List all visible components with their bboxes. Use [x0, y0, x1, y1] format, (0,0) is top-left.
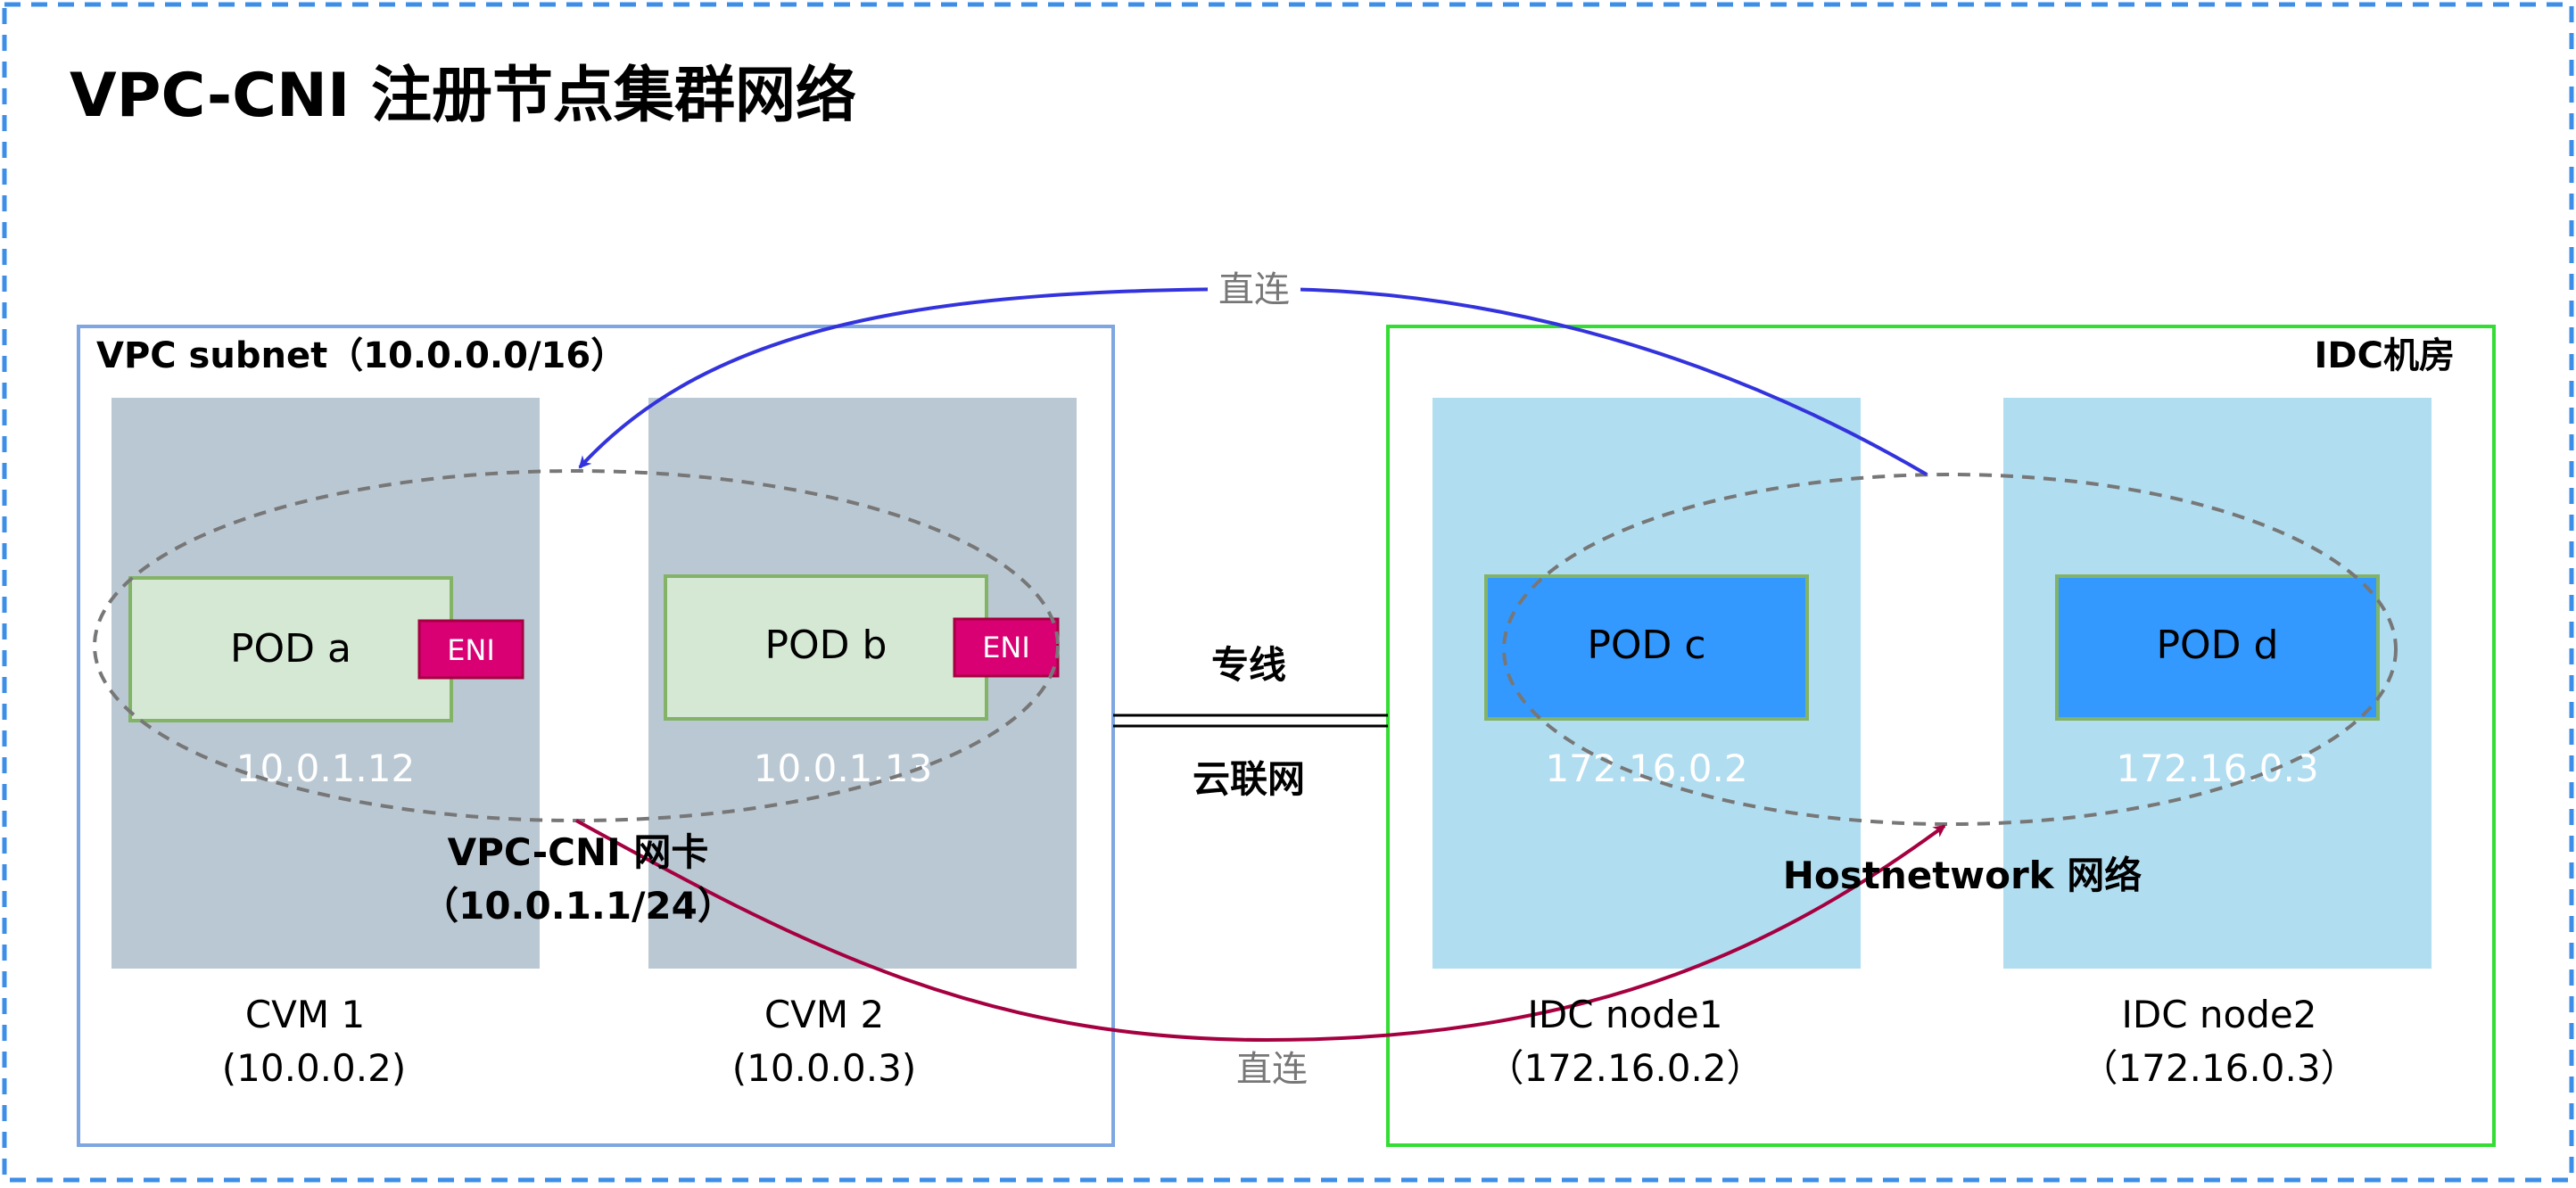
eni-a-label: ENI	[447, 633, 495, 667]
idc-node2-ip: （172.16.0.3）	[2080, 1046, 2357, 1090]
pod-b-label: POD b	[765, 623, 888, 668]
idc-label: IDC机房	[2315, 335, 2455, 376]
pod-c-box	[1484, 574, 1809, 721]
hostnetwork-ellipse	[1502, 473, 2398, 826]
idc-box	[1386, 325, 2496, 1147]
idc-node1-name: IDC node1	[1528, 993, 1723, 1036]
pod-d-box	[2055, 574, 2380, 721]
dedicated-line-label: 专线	[1211, 643, 1286, 687]
pod-d-ip: 172.16.0.3	[2116, 747, 2318, 790]
direct-connect-bottom-label-bg	[1227, 1045, 1320, 1093]
diagram-title: VPC-CNI 注册节点集群网络	[70, 61, 856, 131]
direct-connect-arrow-bottom	[575, 819, 1946, 1043]
idc-node2-name: IDC node2	[2122, 993, 2317, 1036]
hostnetwork-label: Hostnetwork 网络	[1783, 854, 2142, 897]
eni-b-badge	[953, 617, 1060, 678]
cvm1-ip: (10.0.0.2)	[222, 1046, 406, 1090]
pod-d-label: POD d	[2157, 623, 2279, 668]
direct-connect-top-label: 直连	[1218, 269, 1290, 310]
cvm1-name: CVM 1	[245, 993, 365, 1036]
vpc-cni-network-cidr: （10.0.1.1/24）	[421, 884, 735, 928]
pod-b-ip: 10.0.1.13	[754, 747, 932, 790]
vpc-subnet-label: VPC subnet（10.0.0.0/16）	[96, 335, 626, 376]
pod-a-ip: 10.0.1.12	[236, 747, 415, 790]
direct-connect-top-label-bg	[1208, 266, 1300, 314]
pod-b-box	[664, 574, 988, 721]
pod-a-label: POD a	[230, 626, 351, 672]
cvm2-name: CVM 2	[764, 993, 884, 1036]
pod-c-label: POD c	[1587, 623, 1705, 668]
cvm2-ip: (10.0.0.3)	[732, 1046, 916, 1090]
eni-b-label: ENI	[982, 631, 1030, 664]
vpc-cni-network-label: VPC-CNI 网卡	[448, 830, 709, 874]
eni-a-badge	[417, 619, 524, 680]
vpc-subnet-box	[77, 325, 1115, 1147]
idc-node1-ip: （172.16.0.2）	[1486, 1046, 1763, 1090]
ccn-label: 云联网	[1193, 757, 1305, 801]
direct-connect-bottom-label: 直连	[1236, 1049, 1308, 1090]
pod-c-ip: 172.16.0.2	[1545, 747, 1747, 790]
